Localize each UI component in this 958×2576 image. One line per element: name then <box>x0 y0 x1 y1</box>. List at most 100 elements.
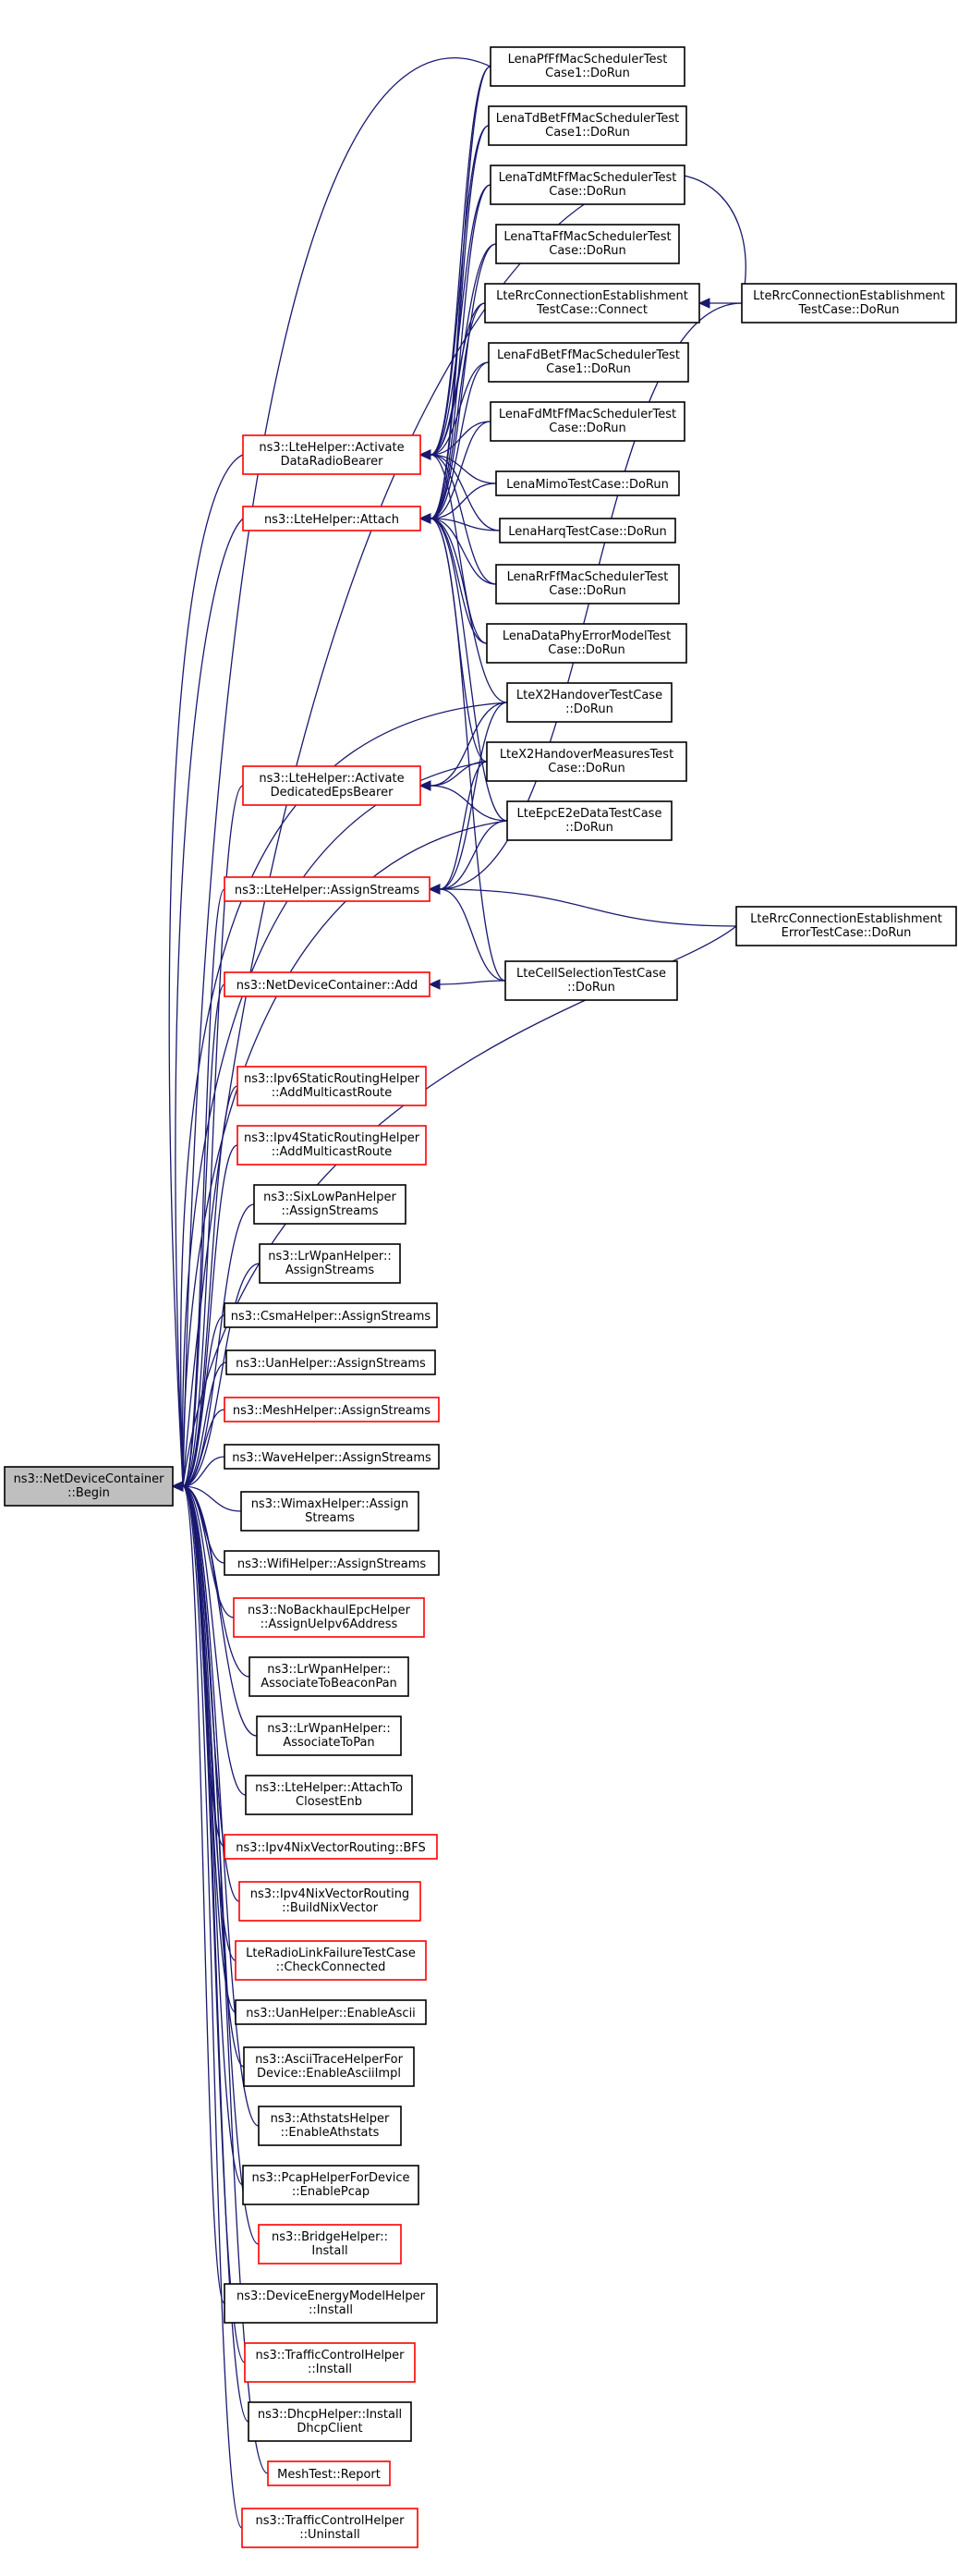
node-tcuninst[interactable]: ns3::TrafficControlHelper::Uninstall <box>241 2508 418 2548</box>
node-label-line: ::BuildNixVector <box>282 1901 379 1915</box>
node-label-line: ns3::LrWpanHelper:: <box>268 1250 391 1264</box>
node-ipv4sr[interactable]: ns3::Ipv4StaticRoutingHelper::AddMultica… <box>236 1125 427 1166</box>
node-begin[interactable]: ns3::NetDeviceContainer::Begin <box>4 1466 174 1507</box>
node-meshrep[interactable]: MeshTest::Report <box>267 2460 391 2486</box>
node-label-line: ns3::MeshHelper::AssignStreams <box>233 1404 430 1418</box>
node-label-line: Install <box>311 2244 347 2258</box>
node-label-line: ::Uninstall <box>299 2528 359 2542</box>
node-box <box>256 1715 402 1756</box>
node-label-line: LteX2HandoverMeasuresTest <box>500 748 673 762</box>
node-label-line: Case1::DoRun <box>546 362 631 376</box>
node-rrcrun[interactable]: LteRrcConnectionEstablishmentTestCase::D… <box>741 283 957 324</box>
node-label-line: Case::DoRun <box>549 584 625 598</box>
node-pcap[interactable]: ns3::PcapHelperForDevice::EnablePcap <box>242 2165 419 2205</box>
node-label-line: ErrorTestCase::DoRun <box>782 926 912 940</box>
node-label-line: ns3::LteHelper::AssignStreams <box>235 884 419 897</box>
node-label-line: ClosestEnb <box>296 1795 362 1809</box>
node-box <box>488 342 689 383</box>
node-ndcadd[interactable]: ns3::NetDeviceContainer::Add <box>224 971 430 997</box>
node-label-line: LteEpcE2eDataTestCase <box>517 807 662 821</box>
node-nixbfs[interactable]: ns3::Ipv4NixVectorRouting::BFS <box>224 1834 438 1860</box>
node-label-line: AssignStreams <box>285 1264 375 1277</box>
call-edge <box>428 884 737 927</box>
node-epce2e[interactable]: LteEpcE2eDataTestCase::DoRun <box>506 800 673 841</box>
node-uanas[interactable]: ns3::UanHelper::AssignStreams <box>225 1349 436 1375</box>
nodes-layer: ns3::NetDeviceContainer::Beginns3::LteHe… <box>4 46 957 2548</box>
node-nixbuild[interactable]: ns3::Ipv4NixVectorRouting::BuildNixVecto… <box>238 1881 421 1922</box>
node-label-line: ns3::PcapHelperForDevice <box>252 2171 410 2185</box>
node-box <box>242 506 421 531</box>
node-atrace[interactable]: ns3::AsciiTraceHelperForDevice::EnableAs… <box>243 2046 415 2087</box>
node-lrwas[interactable]: ns3::LrWpanHelper::AssignStreams <box>259 1243 401 1284</box>
node-wimax[interactable]: ns3::WimaxHelper::AssignStreams <box>240 1491 419 1532</box>
node-csma[interactable]: ns3::CsmaHelper::AssignStreams <box>224 1302 438 1328</box>
node-box <box>258 2224 402 2265</box>
node-label-line: LteX2HandoverTestCase <box>516 689 662 702</box>
node-ipv6sr[interactable]: ns3::Ipv6StaticRoutingHelper::AddMultica… <box>236 1066 427 1106</box>
node-rrcerr[interactable]: LteRrcConnectionEstablishmentErrorTestCa… <box>735 906 957 946</box>
node-rrcconn[interactable]: LteRrcConnectionEstablishmentTestCase::C… <box>484 283 700 324</box>
call-edge <box>418 513 508 703</box>
node-label-line: Case::DoRun <box>549 185 625 199</box>
node-label-line: ns3::NetDeviceContainer <box>14 1472 165 1486</box>
node-harq[interactable]: LenaHarqTestCase::DoRun <box>499 518 676 543</box>
node-box <box>235 1999 427 2025</box>
call-edge <box>418 780 508 822</box>
node-lrwbp[interactable]: ns3::LrWpanHelper::AssociateToBeaconPan <box>249 1656 409 1697</box>
node-athstats[interactable]: ns3::AthstatsHelper::EnableAthstats <box>258 2106 402 2146</box>
node-sixlow[interactable]: ns3::SixLowPanHelper::AssignStreams <box>253 1184 406 1225</box>
node-as[interactable]: ns3::LteHelper::AssignStreams <box>224 876 430 902</box>
node-label-line: LenaMimoTestCase::DoRun <box>506 478 669 492</box>
node-wifi[interactable]: ns3::WifiHelper::AssignStreams <box>224 1550 440 1576</box>
node-box <box>245 1775 413 1815</box>
node-label-line: ns3::LteHelper::AttachTo <box>255 1781 403 1795</box>
node-uanascii[interactable]: ns3::UanHelper::EnableAscii <box>235 1999 427 2025</box>
node-label-line: Case1::DoRun <box>545 126 630 140</box>
node-lrwpan[interactable]: ns3::LrWpanHelper::AssociateToPan <box>256 1715 402 1756</box>
call-edge <box>418 449 488 644</box>
node-box <box>486 741 687 782</box>
node-cellsel[interactable]: LteCellSelectionTestCase::DoRun <box>504 960 678 1001</box>
node-attach[interactable]: ns3::LteHelper::Attach <box>242 506 421 531</box>
node-box <box>242 2165 419 2205</box>
node-label-line: LteRrcConnectionEstablishment <box>750 912 942 926</box>
node-label-line: ns3::WimaxHelper::Assign <box>251 1497 409 1511</box>
node-label-line: ::CheckConnected <box>276 1960 386 1974</box>
node-label-line: ns3::WifiHelper::AssignStreams <box>237 1557 427 1571</box>
node-rlf[interactable]: LteRadioLinkFailureTestCase::CheckConnec… <box>235 1940 427 1981</box>
node-bridge[interactable]: ns3::BridgeHelper::Install <box>258 2224 402 2265</box>
node-label-line: ns3::CsmaHelper::AssignStreams <box>231 1310 431 1324</box>
node-label-line: ns3::SixLowPanHelper <box>263 1190 396 1204</box>
node-mimo[interactable]: LenaMimoTestCase::DoRun <box>495 470 680 496</box>
node-label-line: ns3::AsciiTraceHelperFor <box>255 2053 404 2067</box>
node-deps[interactable]: ns3::LteHelper::ActivateDedicatedEpsBear… <box>242 765 421 806</box>
node-label-line: ns3::Ipv4StaticRoutingHelper <box>244 1131 420 1145</box>
node-box <box>484 283 700 324</box>
call-edge <box>418 482 497 524</box>
node-mesh[interactable]: ns3::MeshHelper::AssignStreams <box>224 1397 440 1422</box>
node-x2ho[interactable]: LteX2HandoverTestCase::DoRun <box>506 682 673 723</box>
node-nobh[interactable]: ns3::NoBackhaulEpcHelper::AssignUeIpv6Ad… <box>233 1597 425 1638</box>
node-wave[interactable]: ns3::WaveHelper::AssignStreams <box>224 1444 440 1470</box>
node-label-line: ns3::WaveHelper::AssignStreams <box>232 1451 431 1465</box>
node-energy[interactable]: ns3::DeviceEnergyModelHelper::Install <box>224 2283 438 2324</box>
node-box <box>495 224 680 264</box>
node-box <box>506 682 673 723</box>
node-label-line: ::AssignStreams <box>281 1204 378 1218</box>
node-label-line: TestCase::DoRun <box>797 303 899 317</box>
node-box <box>499 518 676 543</box>
node-tcinst[interactable]: ns3::TrafficControlHelper::Install <box>244 2342 416 2383</box>
node-label-line: ::AssignUeIpv6Address <box>261 1618 398 1631</box>
